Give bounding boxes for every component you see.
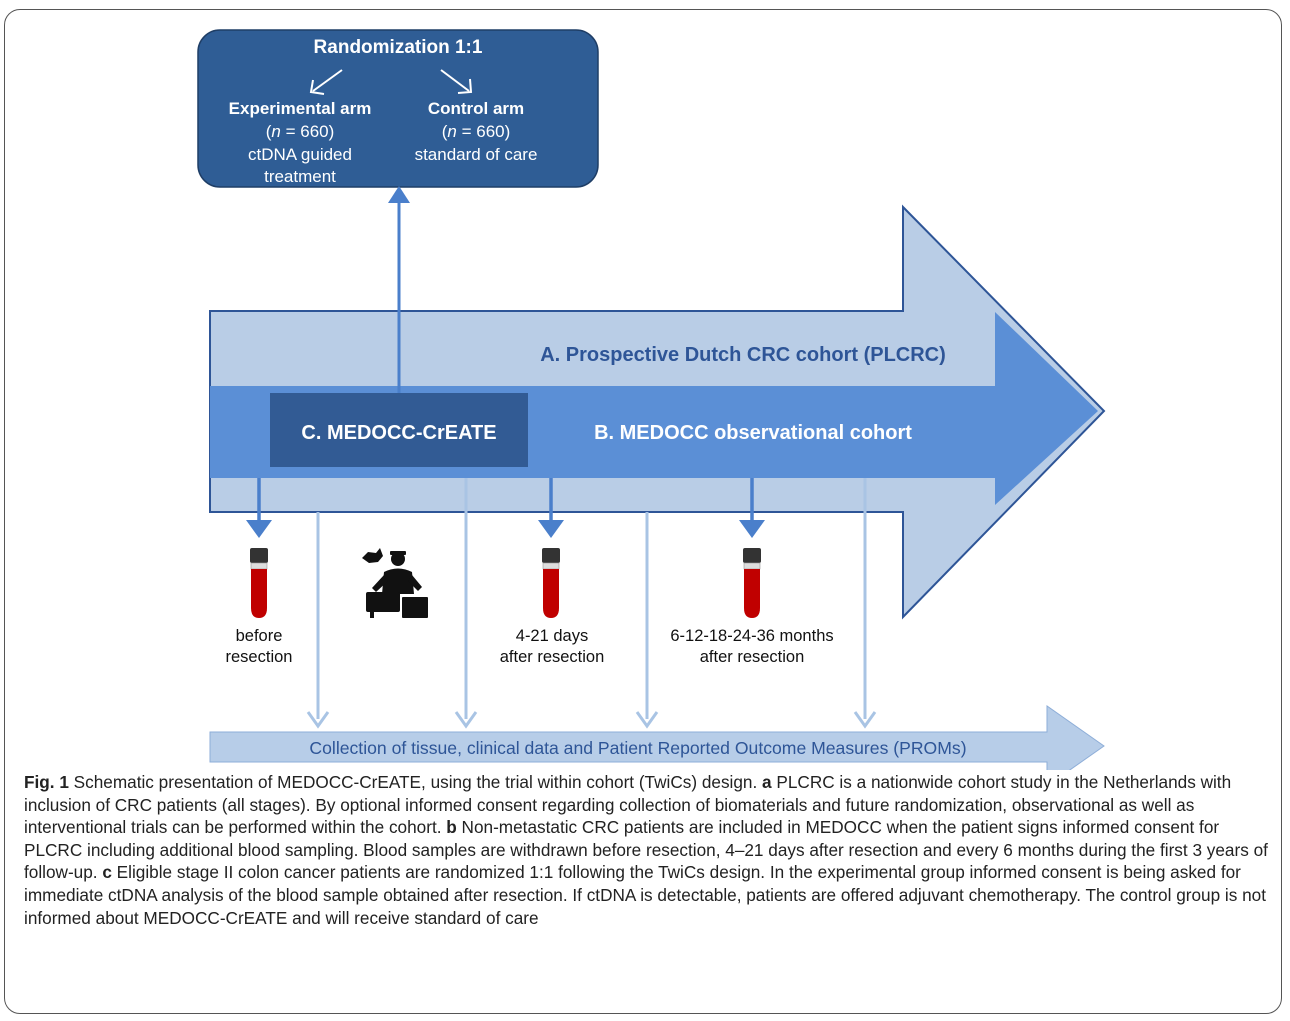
caption-intro: Schematic presentation of MEDOCC-CrEATE,… [68, 772, 763, 792]
collection-arrow [209, 705, 1105, 770]
split-right-icon [440, 69, 473, 94]
experimental-arm-n: (n = 660) [266, 122, 335, 141]
timepoint-months-2: after resection [700, 648, 805, 666]
surgeon-icon [362, 548, 428, 618]
caption-a-label: a [762, 772, 772, 792]
collection-arrows [316, 478, 867, 719]
create-box [270, 393, 528, 467]
create-label: C. MEDOCC-CrEATE [301, 422, 496, 444]
split-left-icon [309, 69, 343, 95]
randomization-box [197, 29, 599, 188]
randomization-title: Randomization 1:1 [314, 37, 483, 58]
caption-b-text: Non-metastatic CRC patients are included… [24, 817, 1268, 883]
control-arm-label: Control arm [428, 99, 524, 118]
caption-b-label: b [446, 817, 457, 838]
experimental-arm-desc-2: treatment [264, 167, 336, 186]
blood-tube-icon [743, 548, 761, 618]
blood-tube-icon [542, 548, 560, 618]
control-arm-desc: standard of care [415, 145, 538, 164]
blood-sample-arrowheads [246, 520, 765, 538]
collection-arrowheads [306, 711, 877, 729]
blood-sample-arrows [257, 478, 754, 525]
blood-tube-icon [250, 548, 268, 618]
experimental-arm-label: Experimental arm [229, 99, 372, 118]
timepoint-before-2: resection [226, 648, 293, 666]
trial-diagram: Randomization 1:1 Experimental arm (n = … [197, 29, 1106, 770]
timepoint-before-1: before [236, 627, 283, 645]
control-arm-n: (n = 660) [442, 122, 511, 141]
collection-label: Collection of tissue, clinical data and … [309, 738, 966, 758]
caption-c-text: Eligible stage II colon cancer patients … [24, 862, 1267, 928]
caption-a-text: PLCRC is a nationwide cohort study in th… [24, 772, 1232, 838]
experimental-arm-desc-1: ctDNA guided [248, 145, 352, 164]
figure-frame [4, 9, 1282, 1014]
arrowhead-up-icon [388, 186, 410, 203]
timepoint-days-2: after resection [500, 648, 605, 666]
timepoint-months-1: 6-12-18-24-36 months [670, 627, 833, 645]
caption-c-label: c [102, 862, 112, 883]
figure-caption: Fig. 1 Schematic presentation of MEDOCC-… [24, 771, 1269, 929]
medocc-label: B. MEDOCC observational cohort [594, 422, 912, 444]
timepoint-days-1: 4-21 days [516, 627, 588, 645]
plcrc-label: A. Prospective Dutch CRC cohort (PLCRC) [540, 344, 946, 366]
caption-fig-label: Fig. 1 [24, 772, 69, 792]
